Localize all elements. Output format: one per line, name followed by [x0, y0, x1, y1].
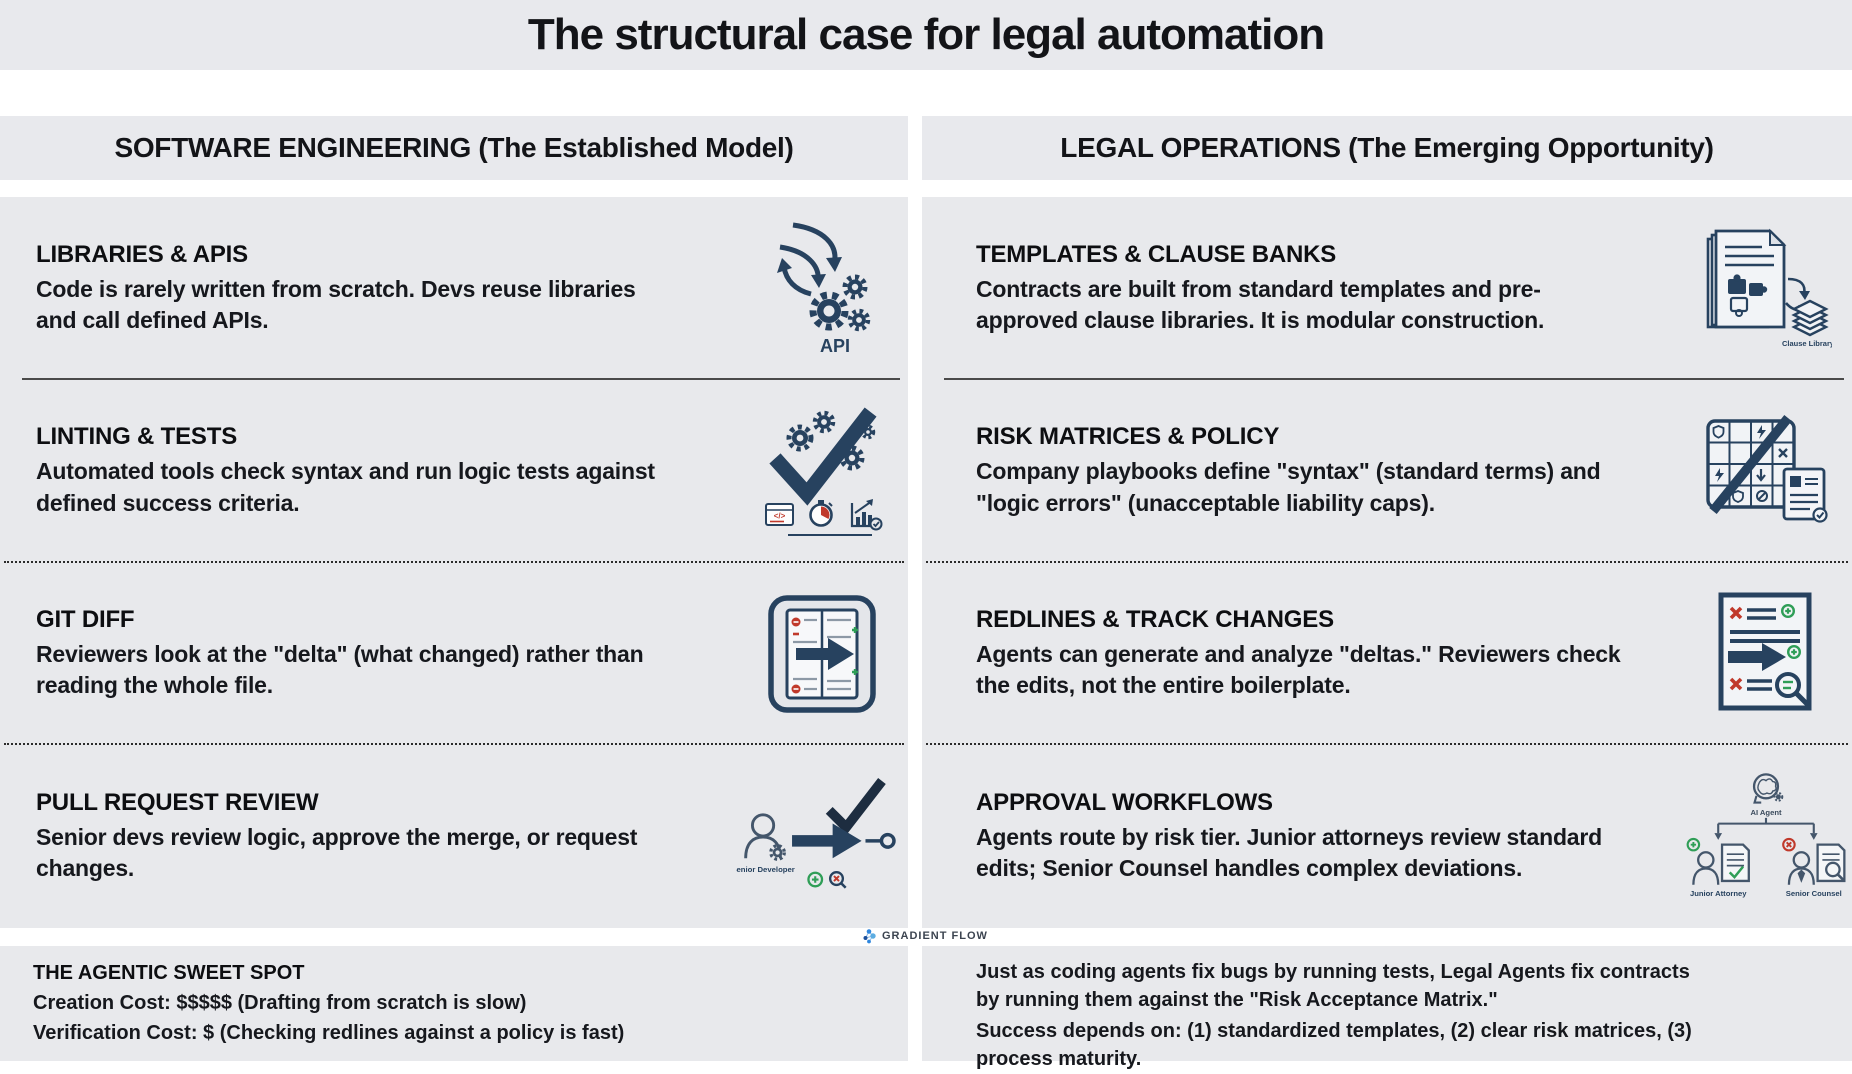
logo-band: GRADIENT FLOW [0, 928, 1852, 946]
row-heading: RISK MATRICES & POLICY [976, 423, 1280, 451]
row-text: RISK MATRICES & POLICY Company playbooks… [922, 423, 1680, 519]
lint-tests-icon: </> [736, 402, 908, 540]
row-text: REDLINES & TRACK CHANGES Agents can gene… [922, 606, 1680, 702]
row-body: Contracts are built from standard templa… [976, 275, 1545, 333]
approval-workflow-icon: AI Agent Junior Attorney [1680, 767, 1852, 907]
ai-agent-label: AI Agent [1750, 808, 1782, 817]
row-risk-matrices-policy: RISK MATRICES & POLICY Company playbooks… [922, 380, 1852, 563]
row-text: APPROVAL WORKFLOWS Agents route by risk … [922, 789, 1680, 885]
gradient-flow-logo: GRADIENT FLOW [862, 928, 988, 944]
software-engineering-panel: LIBRARIES & APIS Code is rarely written … [0, 197, 908, 928]
row-body: Agents can generate and analyze "deltas.… [976, 641, 1621, 699]
row-text: TEMPLATES & CLAUSE BANKS Contracts are b… [922, 241, 1680, 337]
brand-text: GRADIENT FLOW [882, 930, 988, 942]
page-title: The structural case for legal automation [527, 10, 1325, 59]
row-heading: REDLINES & TRACK CHANGES [976, 606, 1334, 634]
row-body: Agents route by risk tier. Junior attorn… [976, 823, 1603, 882]
row-text: LIBRARIES & APIS Code is rarely written … [0, 241, 736, 337]
row-body: Senior devs review logic, approve the me… [36, 823, 638, 882]
risk-matrix-icon [1680, 415, 1852, 527]
row-heading: PULL REQUEST REVIEW [36, 788, 319, 816]
pull-request-icon: Senior Developer [736, 773, 908, 901]
gradient-flow-icon [863, 929, 876, 944]
footer-legal-agents: Just as coding agents fix bugs by runnin… [922, 946, 1852, 1070]
code-glyph: </> [774, 512, 786, 521]
title-bar: The structural case for legal automation [0, 0, 1852, 70]
redlines-icon [1680, 591, 1852, 717]
row-approval-workflows: APPROVAL WORKFLOWS Agents route by risk … [922, 745, 1852, 928]
legal-operations-panel: TEMPLATES & CLAUSE BANKS Contracts are b… [922, 197, 1852, 928]
row-libraries-apis: LIBRARIES & APIS Code is rarely written … [0, 197, 908, 380]
row-git-diff: GIT DIFF Reviewers look at the "delta" (… [0, 563, 908, 746]
row-linting-tests: LINTING & TESTS Automated tools check sy… [0, 380, 908, 563]
row-heading: LIBRARIES & APIS [36, 240, 248, 268]
api-label: API [820, 336, 850, 356]
footer-line: Verification Cost: $ (Checking redlines … [33, 1022, 625, 1044]
senior-developer-label: Senior Developer [736, 864, 795, 873]
row-heading: GIT DIFF [36, 606, 135, 634]
junior-attorney-label: Junior Attorney [1690, 889, 1747, 898]
row-body: Code is rarely written from scratch. Dev… [36, 275, 636, 333]
row-redlines-track-changes: REDLINES & TRACK CHANGES Agents can gene… [922, 563, 1852, 746]
git-diff-icon [736, 593, 908, 715]
row-text: GIT DIFF Reviewers look at the "delta" (… [0, 606, 736, 702]
footer-line: Success depends on: (1) standardized tem… [976, 1019, 1692, 1071]
row-text: LINTING & TESTS Automated tools check sy… [0, 423, 736, 519]
footer-line: Creation Cost: $$$$$ (Drafting from scra… [33, 992, 527, 1014]
clause-library-label: Clause Library [1782, 339, 1832, 348]
row-body: Reviewers look at the "delta" (what chan… [36, 641, 644, 699]
row-text: PULL REQUEST REVIEW Senior devs review l… [0, 789, 736, 885]
footer-line: Just as coding agents fix bugs by runnin… [976, 961, 1690, 1012]
column-header-software: SOFTWARE ENGINEERING (The Established Mo… [0, 116, 908, 180]
row-templates-clause-banks: TEMPLATES & CLAUSE BANKS Contracts are b… [922, 197, 1852, 380]
footer-agentic-sweet-spot: THE AGENTIC SWEET SPOT Creation Cost: $$… [0, 946, 908, 1061]
row-body: Company playbooks define "syntax" (stand… [976, 458, 1601, 516]
row-heading: APPROVAL WORKFLOWS [976, 788, 1273, 816]
footer-heading: THE AGENTIC SWEET SPOT [33, 962, 305, 984]
clause-bank-icon: Clause Library [1680, 227, 1852, 349]
senior-counsel-label: Senior Counsel [1786, 889, 1842, 898]
api-icon: API [736, 217, 908, 359]
row-heading: TEMPLATES & CLAUSE BANKS [976, 240, 1337, 268]
row-pull-request-review: PULL REQUEST REVIEW Senior devs review l… [0, 745, 908, 928]
column-header-legal: LEGAL OPERATIONS (The Emerging Opportuni… [922, 116, 1852, 180]
row-body: Automated tools check syntax and run log… [36, 458, 655, 516]
row-heading: LINTING & TESTS [36, 423, 238, 451]
